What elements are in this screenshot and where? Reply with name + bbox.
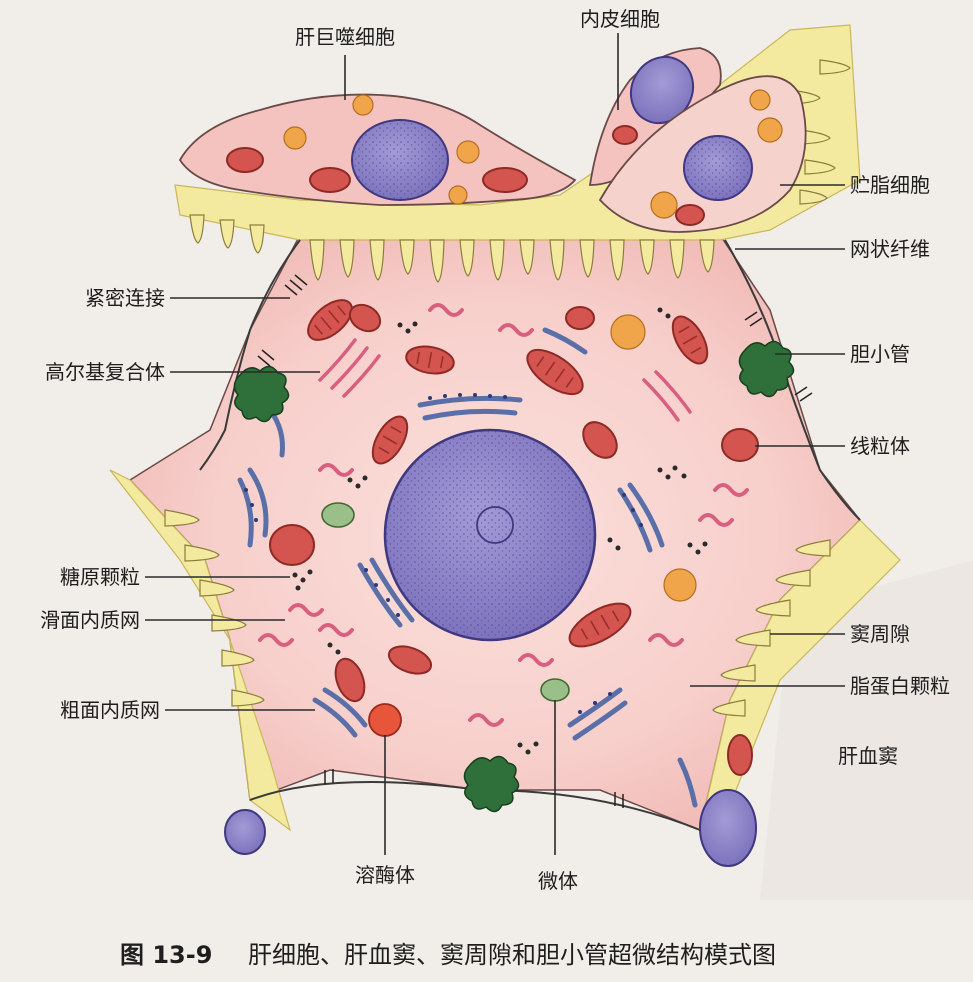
sinusoid-cell-nucleus-right (699, 789, 757, 867)
label-fat-storing-cell: 贮脂细胞 (850, 173, 930, 197)
label-perisinusoidal-space: 窦周隙 (850, 622, 910, 646)
microbody-1 (321, 502, 355, 528)
rough-er (237, 327, 698, 808)
smooth-er (258, 303, 749, 727)
label-sinusoid: 肝血窦 (838, 744, 898, 768)
label-mitochondrion: 线粒体 (850, 434, 910, 458)
label-smooth-er: 滑面内质网 (40, 608, 140, 632)
label-golgi-complex: 高尔基复合体 (45, 360, 165, 384)
tight-junctions (257, 274, 813, 808)
label-rough-er: 粗面内质网 (60, 698, 160, 722)
mitochondria (269, 299, 759, 776)
microvilli-right-lower (712, 539, 831, 717)
golgi-complex (318, 338, 692, 422)
sinusoid-cell-nucleus-left (224, 809, 266, 855)
label-lipoprotein-granules: 脂蛋白颗粒 (850, 674, 950, 698)
label-kupffer-cell: 肝巨噬细胞 (295, 25, 395, 49)
label-microbody: 微体 (538, 869, 578, 893)
label-tight-junction: 紧密连接 (85, 286, 165, 310)
label-glycogen-granules: 糖原颗粒 (60, 565, 140, 589)
endothelial-nucleus (629, 55, 695, 125)
label-lysosome: 溶酶体 (355, 863, 415, 887)
microvilli-right (789, 59, 851, 205)
microvilli-top (189, 214, 715, 283)
lysosome (368, 703, 402, 737)
caption-text: 肝细胞、肝血窦、窦周隙和胆小管超微结构模式图 (248, 941, 776, 969)
label-reticular-fiber: 网状纤维 (850, 237, 930, 261)
label-bile-canaliculus: 胆小管 (850, 342, 910, 366)
microbody-2 (540, 678, 570, 702)
leader-lines (145, 33, 845, 855)
label-endothelial-cell: 内皮细胞 (580, 7, 660, 31)
lipoprotein-granule (663, 568, 697, 602)
caption-number: 图 13-9 (120, 941, 212, 969)
microvilli-left-lower (164, 509, 265, 707)
glycogen-granules (292, 307, 708, 755)
space-of-disse-left (109, 469, 292, 832)
bile-canaliculi (233, 340, 795, 813)
nucleolus (476, 506, 514, 544)
